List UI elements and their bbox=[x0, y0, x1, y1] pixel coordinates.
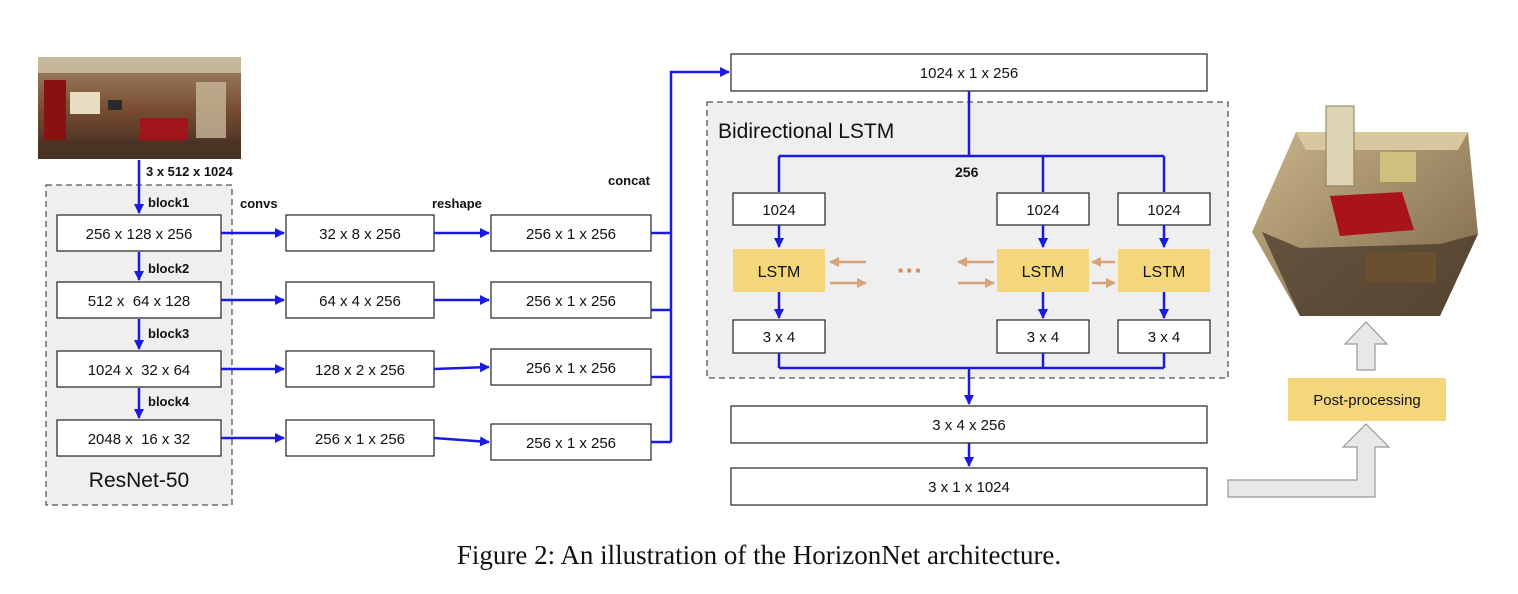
svg-text:32 x 8 x 256: 32 x 8 x 256 bbox=[319, 226, 401, 243]
lstm-output-1: 3 x 4 bbox=[732, 319, 826, 354]
svg-text:64 x 4 x 256: 64 x 4 x 256 bbox=[319, 293, 401, 310]
svg-text:512 x 64 x 128: 512 x 64 x 128 bbox=[88, 293, 191, 310]
figure-caption: Figure 2: An illustration of the Horizon… bbox=[456, 540, 1062, 570]
svg-text:1024: 1024 bbox=[762, 202, 795, 219]
lstm-input-2: 1024 bbox=[996, 192, 1090, 226]
svg-text:2048 x 16 x 32: 2048 x 16 x 32 bbox=[88, 431, 191, 448]
reshape-output-4: 256 x 1 x 256 bbox=[490, 423, 652, 461]
svg-text:3 x 4: 3 x 4 bbox=[1148, 329, 1181, 346]
lstm-steps-label: 256 bbox=[955, 164, 979, 180]
convs-label: convs bbox=[240, 196, 278, 211]
resnet-title: ResNet-50 bbox=[89, 469, 189, 492]
reshape-output-2: 256 x 1 x 256 bbox=[490, 281, 652, 319]
concat-lines bbox=[651, 67, 730, 444]
svg-text:256 x 1 x 256: 256 x 1 x 256 bbox=[315, 431, 405, 448]
lstm-collection-lines bbox=[777, 353, 1166, 467]
svg-text:3 x 4: 3 x 4 bbox=[1027, 329, 1060, 346]
lstm-cell-2: LSTM bbox=[997, 249, 1089, 292]
conv-output-1: 32 x 8 x 256 bbox=[285, 214, 435, 252]
conv-output-3: 128 x 2 x 256 bbox=[285, 350, 435, 388]
svg-text:256 x 128 x 256: 256 x 128 x 256 bbox=[86, 226, 193, 243]
hollow-arrow-up bbox=[1343, 321, 1389, 371]
block-label-1: block1 bbox=[148, 195, 189, 210]
room-layout-render bbox=[1252, 105, 1478, 316]
conv-reshape-arrows bbox=[221, 228, 490, 447]
reshape-output-1: 256 x 1 x 256 bbox=[490, 214, 652, 252]
lstm-cell-3: LSTM bbox=[1118, 249, 1210, 292]
svg-text:1024: 1024 bbox=[1026, 202, 1059, 219]
reshape-output-3: 256 x 1 x 256 bbox=[490, 348, 652, 386]
encoder-feature-1: 256 x 128 x 256 bbox=[56, 214, 222, 252]
input-panorama-image bbox=[38, 57, 241, 159]
lstm-input-3: 1024 bbox=[1117, 192, 1211, 226]
lstm-output-3: 3 x 4 bbox=[1117, 319, 1211, 354]
reshape-label: reshape bbox=[432, 196, 482, 211]
lstm-input-arrows bbox=[774, 225, 1169, 248]
conv-output-4: 256 x 1 x 256 bbox=[285, 419, 435, 457]
concat-label: concat bbox=[608, 173, 651, 188]
block-label-3: block3 bbox=[148, 326, 189, 341]
svg-text:256 x 1 x 256: 256 x 1 x 256 bbox=[526, 435, 616, 452]
lstm-cell-1: LSTM bbox=[733, 249, 825, 292]
svg-text:1024 x 1 x 256: 1024 x 1 x 256 bbox=[920, 65, 1018, 82]
concat-output: 1024 x 1 x 256 bbox=[730, 53, 1208, 92]
svg-text:LSTM: LSTM bbox=[758, 264, 801, 281]
svg-text:256 x 1 x 256: 256 x 1 x 256 bbox=[526, 360, 616, 377]
encoder-feature-3: 1024 x 32 x 64 bbox=[56, 350, 222, 388]
svg-text:1024: 1024 bbox=[1147, 202, 1180, 219]
svg-text:128 x 2 x 256: 128 x 2 x 256 bbox=[315, 362, 405, 379]
hollow-arrow-to-postprocess bbox=[1227, 423, 1391, 498]
lstm-input-1: 1024 bbox=[732, 192, 826, 226]
block-label-4: block4 bbox=[148, 394, 190, 409]
encoder-feature-2: 512 x 64 x 128 bbox=[56, 281, 222, 319]
block-label-2: block2 bbox=[148, 261, 189, 276]
conv-output-2: 64 x 4 x 256 bbox=[285, 281, 435, 319]
lstm-ellipsis: ··· bbox=[897, 255, 923, 285]
lstm-panel-title: Bidirectional LSTM bbox=[718, 120, 894, 143]
svg-text:3 x 1 x 1024: 3 x 1 x 1024 bbox=[928, 479, 1010, 496]
lstm-output-arrows bbox=[774, 292, 1169, 319]
svg-text:256 x 1 x 256: 256 x 1 x 256 bbox=[526, 226, 616, 243]
svg-text:3 x 4 x 256: 3 x 4 x 256 bbox=[932, 417, 1005, 434]
postprocess-box: Post-processing bbox=[1288, 378, 1446, 421]
final-output: 3 x 1 x 1024 bbox=[730, 467, 1208, 506]
bidirectional-arrows bbox=[829, 257, 1116, 288]
lstm-distribution-lines bbox=[777, 91, 1166, 192]
lstm-output-2: 3 x 4 bbox=[996, 319, 1090, 354]
svg-text:LSTM: LSTM bbox=[1022, 264, 1065, 281]
svg-text:3 x 4: 3 x 4 bbox=[763, 329, 796, 346]
encoder-feature-4: 2048 x 16 x 32 bbox=[56, 419, 222, 457]
svg-text:Post-processing: Post-processing bbox=[1313, 392, 1421, 409]
svg-text:LSTM: LSTM bbox=[1143, 264, 1186, 281]
svg-text:256 x 1 x 256: 256 x 1 x 256 bbox=[526, 293, 616, 310]
input-shape-label: 3 x 512 x 1024 bbox=[146, 164, 234, 179]
svg-text:1024 x 32 x 64: 1024 x 32 x 64 bbox=[88, 362, 191, 379]
stack-output: 3 x 4 x 256 bbox=[730, 405, 1208, 444]
